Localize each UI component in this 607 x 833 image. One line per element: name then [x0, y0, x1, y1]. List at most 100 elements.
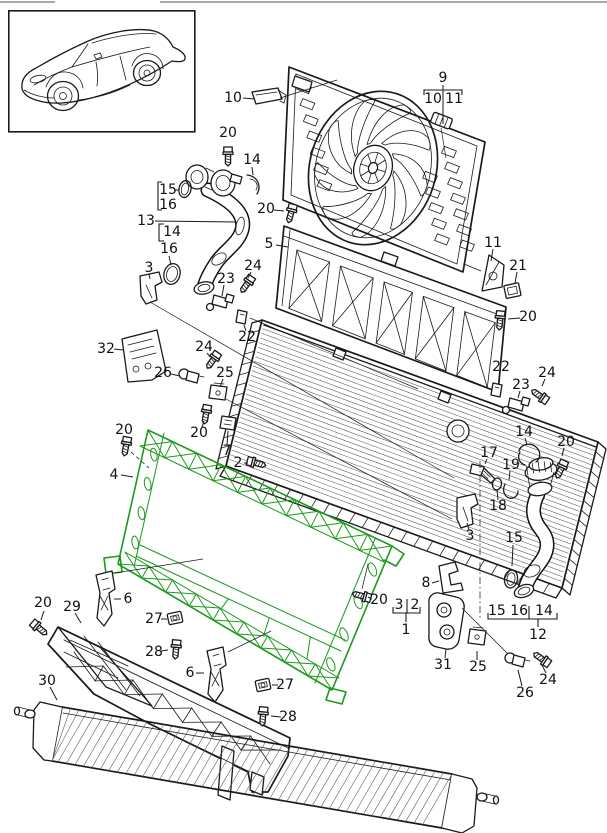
callout-label-23: 23 [512, 377, 530, 393]
detail-line [295, 752, 326, 803]
detail-line [334, 522, 344, 540]
callout-label-24: 24 [244, 258, 262, 274]
frame-hole [131, 535, 140, 550]
detail-line [379, 766, 410, 818]
detail-line [184, 733, 215, 785]
callout-label-24: 24 [195, 339, 213, 355]
callout-label-13: 13 [137, 213, 155, 229]
screw-illustration [257, 706, 269, 727]
detail-line [220, 598, 229, 610]
detail-line [218, 738, 249, 790]
callout-label-29: 29 [63, 599, 81, 615]
lower-air-duct [47, 626, 291, 801]
detail-line [236, 382, 247, 386]
leader-line [226, 430, 229, 446]
clip-21 [503, 282, 522, 299]
detail-line [283, 661, 316, 665]
detail-line [263, 617, 270, 635]
detail-line [580, 509, 590, 518]
leader-line [243, 324, 247, 332]
filler-cap [524, 457, 558, 497]
detail-line [150, 727, 181, 779]
callout-label-3: 3 [466, 528, 475, 544]
detail-line [242, 407, 575, 531]
detail-line [359, 533, 369, 551]
leader-line [251, 166, 254, 176]
detail-line [377, 169, 386, 173]
callout-label-14: 14 [163, 224, 181, 240]
detail-line [345, 760, 376, 812]
fan-blade [380, 130, 431, 151]
vent-slat [425, 186, 441, 199]
detail-line [320, 756, 351, 808]
detail-line [334, 533, 369, 540]
detail-line [371, 765, 402, 817]
vent-slat [444, 161, 460, 174]
lower-hose [513, 457, 558, 599]
detail-line [246, 340, 258, 345]
detail-line [422, 773, 453, 825]
callout-label-20: 20 [34, 595, 52, 611]
frame-hole [137, 506, 146, 521]
leader-line [507, 317, 521, 320]
detail-line [220, 444, 232, 449]
detail-line [307, 675, 340, 679]
callout-label-28: 28 [145, 644, 163, 660]
detail-line [94, 679, 134, 682]
fan-blade [351, 185, 387, 238]
detail-line [133, 724, 164, 776]
detail-line [223, 434, 234, 439]
callout-label-10: 10 [224, 90, 242, 106]
vent-slat [306, 130, 323, 143]
detail-line [142, 725, 173, 777]
fan-blade [351, 99, 376, 158]
detail-line [193, 734, 224, 786]
leader-line [514, 271, 518, 284]
leader-line [367, 596, 373, 600]
callout-label-3: 3 [145, 260, 154, 276]
fan-connector [430, 111, 453, 130]
leader-line [49, 686, 58, 701]
vent-slat [441, 145, 457, 159]
detail-line [66, 712, 97, 764]
detail-line [108, 719, 139, 771]
callout-bracket [158, 223, 164, 242]
detail-line [571, 548, 580, 557]
detail-line [245, 475, 253, 486]
detail-line [236, 621, 245, 635]
screw-illustration [245, 455, 267, 469]
callout-label-23: 23 [217, 271, 235, 287]
detail-line [244, 743, 275, 795]
callout-label-31: 31 [434, 657, 452, 673]
detail-line [257, 347, 591, 470]
guide-line [463, 263, 482, 272]
detail-line [261, 333, 594, 456]
detail-line [478, 559, 485, 571]
clip-25-left [208, 384, 228, 401]
detail-line [452, 550, 459, 561]
screw-illustration [120, 435, 133, 457]
detail-line [237, 426, 570, 549]
detail-line [123, 679, 134, 696]
screw-illustration [222, 146, 234, 167]
detail-line [310, 510, 320, 528]
leader-line [273, 209, 285, 212]
leader-line [511, 544, 514, 567]
detail-line [247, 389, 580, 512]
leader-line [484, 458, 488, 465]
detail-line [332, 277, 374, 327]
guide-line [114, 558, 204, 574]
detail-line [237, 487, 271, 493]
frame-hole [339, 627, 349, 642]
detail-line [426, 540, 434, 552]
thermostat-housing [185, 164, 243, 197]
detail-line [229, 459, 562, 582]
screw-illustration [205, 349, 223, 369]
callout-label-4: 4 [110, 467, 119, 483]
detail-line [360, 163, 369, 167]
vent-slat [302, 114, 319, 127]
detail-line [439, 545, 447, 557]
detail-line [564, 577, 573, 586]
detail-line [236, 633, 269, 637]
callout-bracket [157, 181, 162, 211]
